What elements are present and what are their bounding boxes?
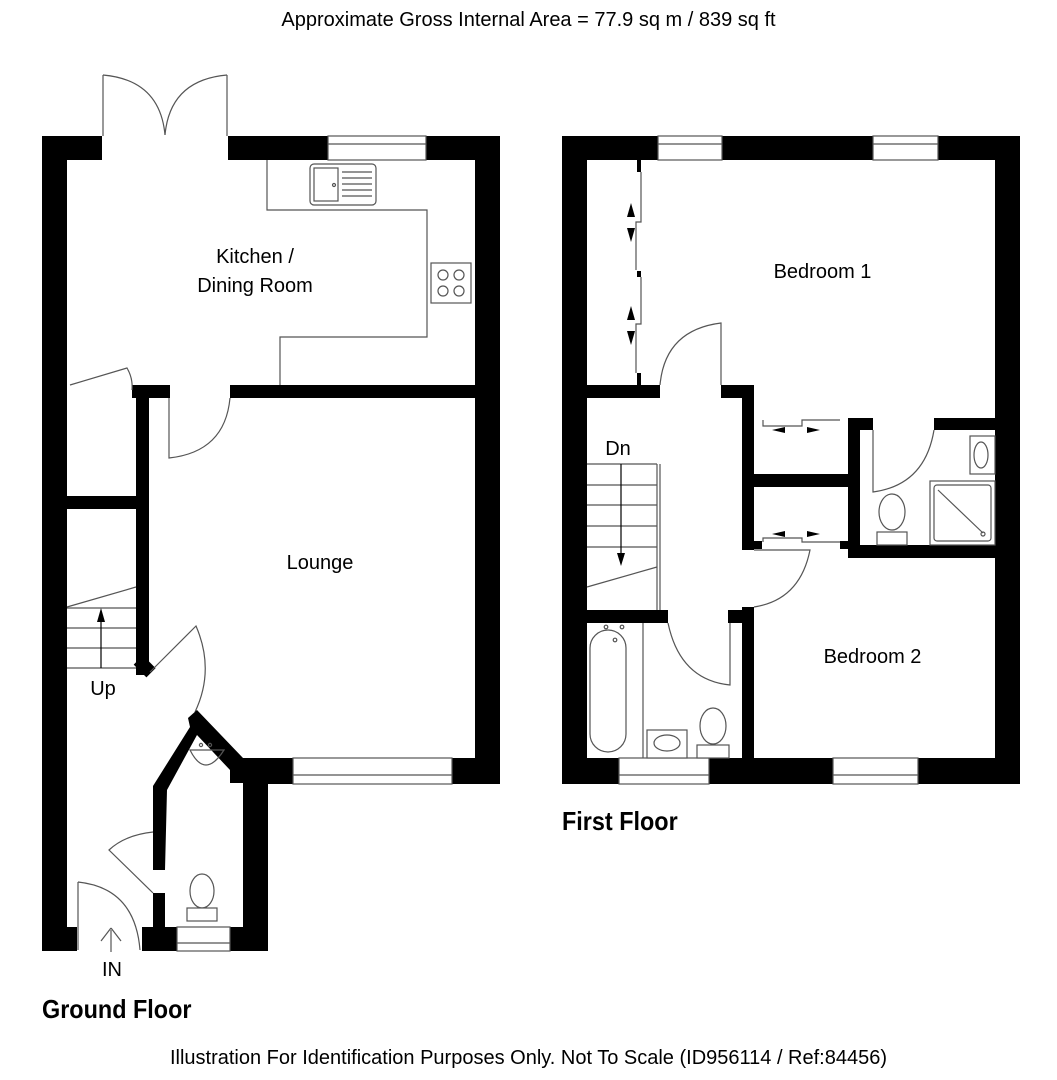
- entrance-label: IN: [102, 959, 122, 981]
- wall: [562, 136, 658, 160]
- en-suite: [872, 429, 996, 546]
- wall: [153, 893, 165, 951]
- wall: [848, 418, 873, 430]
- bath-icon: [589, 629, 627, 753]
- wall: [243, 758, 268, 951]
- stairs-down: [586, 463, 661, 610]
- toilet-icon: [878, 493, 906, 531]
- kitchen-units: [266, 160, 472, 385]
- wall: [230, 927, 268, 951]
- room-label-lounge: Lounge: [286, 552, 354, 574]
- ground-floor-plan: [42, 74, 500, 952]
- wall: [587, 385, 660, 398]
- wall: [709, 758, 833, 784]
- room-label-bedroom-1: Bedroom 1: [773, 261, 872, 283]
- wardrobe: [627, 160, 642, 385]
- wall: [42, 136, 102, 160]
- wall: [587, 610, 668, 623]
- wall: [475, 136, 500, 784]
- gross-internal-area: Approximate Gross Internal Area = 77.9 s…: [281, 9, 776, 31]
- wall: [848, 545, 995, 558]
- wall: [742, 607, 754, 758]
- entrance-arrow-icon: [100, 927, 122, 952]
- wall: [562, 136, 587, 784]
- room-label-bedroom-2: Bedroom 2: [823, 646, 922, 668]
- wall: [728, 610, 748, 623]
- arrow-up-icon: [97, 608, 105, 622]
- wall: [562, 758, 619, 784]
- wall: [228, 136, 328, 160]
- first-floor-title: First Floor: [562, 806, 678, 836]
- wall: [848, 418, 860, 558]
- toilet-icon: [699, 707, 727, 745]
- room-label-kitchen-dining: Kitchen / Dining Room: [180, 243, 330, 301]
- wall: [452, 758, 500, 784]
- french-doors: [102, 74, 228, 136]
- window: [176, 926, 231, 952]
- wall: [754, 474, 850, 487]
- disclaimer: Illustration For Identification Purposes…: [169, 1047, 888, 1069]
- window: [832, 757, 919, 785]
- wall: [934, 418, 995, 430]
- wall: [230, 385, 480, 398]
- wall: [136, 385, 149, 675]
- room-label-line: Dining Room: [197, 275, 313, 297]
- toilet-icon: [189, 873, 215, 909]
- wall: [67, 496, 137, 509]
- window: [327, 135, 427, 161]
- wc-wall: [153, 710, 243, 870]
- wall: [995, 136, 1020, 784]
- window: [657, 135, 723, 161]
- ground-floor-title: Ground Floor: [42, 994, 192, 1024]
- basin-icon: [646, 729, 688, 759]
- wall: [42, 136, 67, 951]
- wall: [918, 758, 1020, 784]
- window: [872, 135, 939, 161]
- wall: [742, 385, 754, 550]
- stairs-down-label: Dn: [605, 438, 631, 460]
- window: [618, 757, 710, 785]
- window: [292, 757, 453, 785]
- stairs-up-label: Up: [90, 678, 116, 700]
- first-floor-plan: [562, 135, 1020, 785]
- bathroom: [589, 622, 731, 759]
- stairs-up: [66, 586, 137, 669]
- room-label-line: Kitchen /: [216, 246, 294, 268]
- wall: [722, 136, 873, 160]
- arrow-down-icon: [617, 553, 625, 566]
- wall: [42, 927, 77, 951]
- basin-icon: [189, 749, 226, 766]
- hob-icon: [430, 262, 472, 304]
